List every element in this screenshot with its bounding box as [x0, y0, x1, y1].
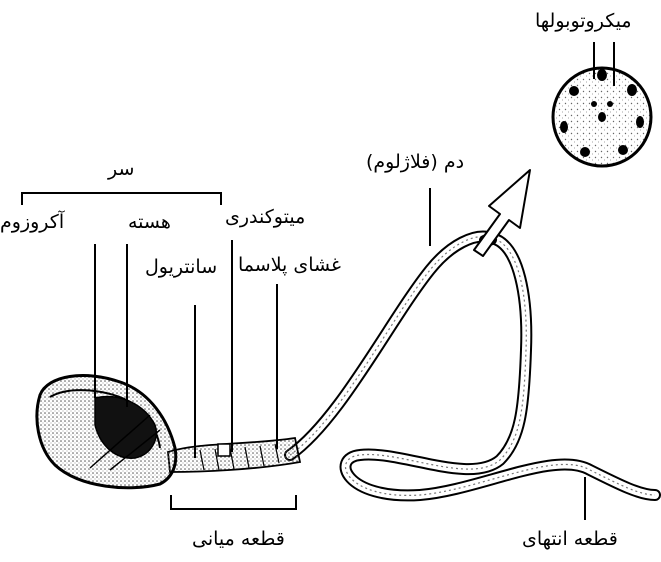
label-head: سر	[108, 160, 134, 179]
label-end-piece: قطعه انتهای	[522, 530, 618, 549]
label-microtubules: میکروتوبولها	[535, 12, 632, 31]
label-plasma-membrane: غشای پلاسما	[238, 256, 341, 275]
label-nucleus: هسته	[128, 213, 171, 232]
flagellum	[290, 237, 655, 496]
label-flagellum: دم (فلاژلوم)	[366, 153, 464, 172]
cross-section	[553, 68, 651, 166]
middle-piece-bracket	[171, 495, 296, 509]
head-bracket	[22, 193, 221, 205]
label-acrosome: آکروزوم	[0, 213, 64, 232]
label-centriole: سانتریول	[145, 258, 217, 277]
middle-piece	[168, 438, 300, 472]
sperm-head	[37, 376, 176, 488]
label-middle-piece: قطعه میانی	[192, 530, 285, 549]
label-mitochondria: میتوکندری	[225, 208, 305, 227]
